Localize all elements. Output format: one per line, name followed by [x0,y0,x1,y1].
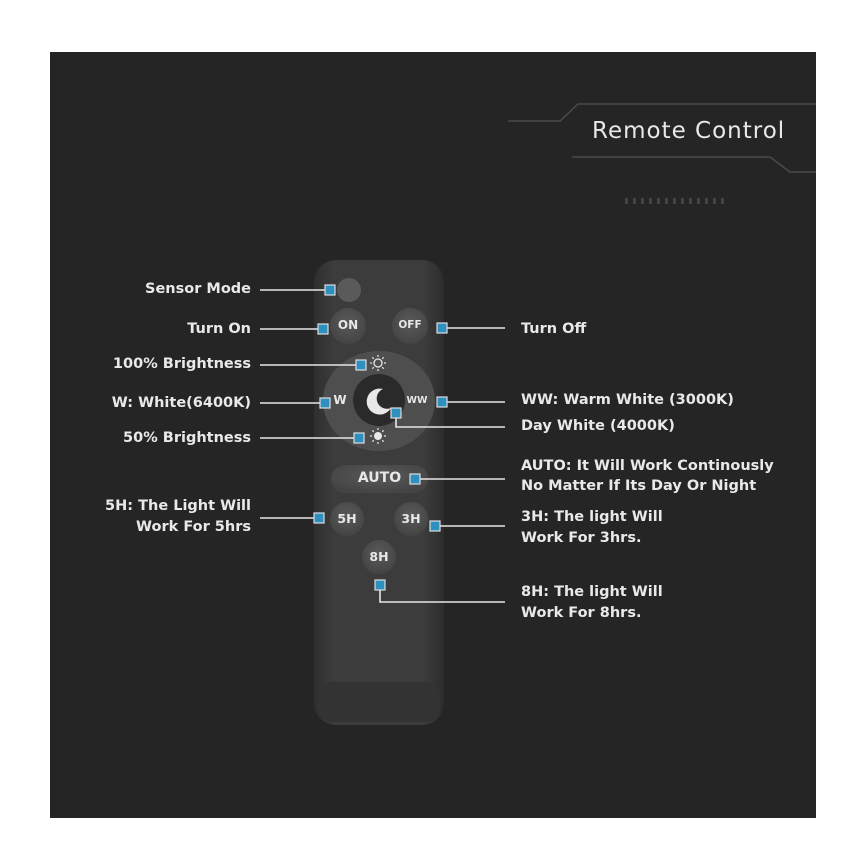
8h-button[interactable] [362,540,396,574]
marker-off [436,322,448,334]
marker-5h [313,512,325,524]
marker-sensor [324,284,336,296]
callout-8h-line1: 8H: The light Will [521,584,663,600]
callout-day-white: Day White (4000K) [521,418,675,434]
callout-100-brightness: 100% Brightness [112,356,251,372]
callout-50-brightness: 50% Brightness [123,430,251,446]
marker-ww [436,396,448,408]
moon-icon [366,388,391,415]
marker-3h [429,520,441,532]
marker-w [319,397,331,409]
marker-auto [409,473,421,485]
auto-button[interactable] [331,465,428,493]
callout-turn-on: Turn On [187,321,251,337]
callout-5h-line1: 5H: The Light Will [105,498,251,514]
remote-bottom-cap [318,682,440,722]
callout-warm-white: WW: Warm White (3000K) [521,392,734,408]
callout-white: W: White(6400K) [111,395,251,411]
sun-icon-100 [370,355,386,371]
marker-day [390,407,402,419]
callout-sensor-mode: Sensor Mode [145,281,251,297]
callout-turn-off: Turn Off [521,321,587,337]
5h-button[interactable] [330,502,364,536]
marker-100 [355,359,367,371]
callout-8h-line2: Work For 8hrs. [521,605,642,621]
callout-5h-line2: Work For 5hrs [136,519,251,535]
callout-3h-line2: Work For 3hrs. [521,530,642,546]
marker-8h [374,579,386,591]
on-button[interactable] [330,308,366,344]
page-title: Remote Control [592,118,786,144]
callout-auto-line1: AUTO: It Will Work Continously [521,458,774,474]
3h-button[interactable] [394,502,428,536]
off-button[interactable] [392,308,428,344]
marker-50 [353,432,365,444]
sensor-button[interactable] [337,278,361,302]
marker-on [317,323,329,335]
sun-icon-50 [370,428,386,444]
callout-3h-line1: 3H: The light Will [521,509,663,525]
callout-auto-line2: No Matter If Its Day Or Night [521,478,757,494]
